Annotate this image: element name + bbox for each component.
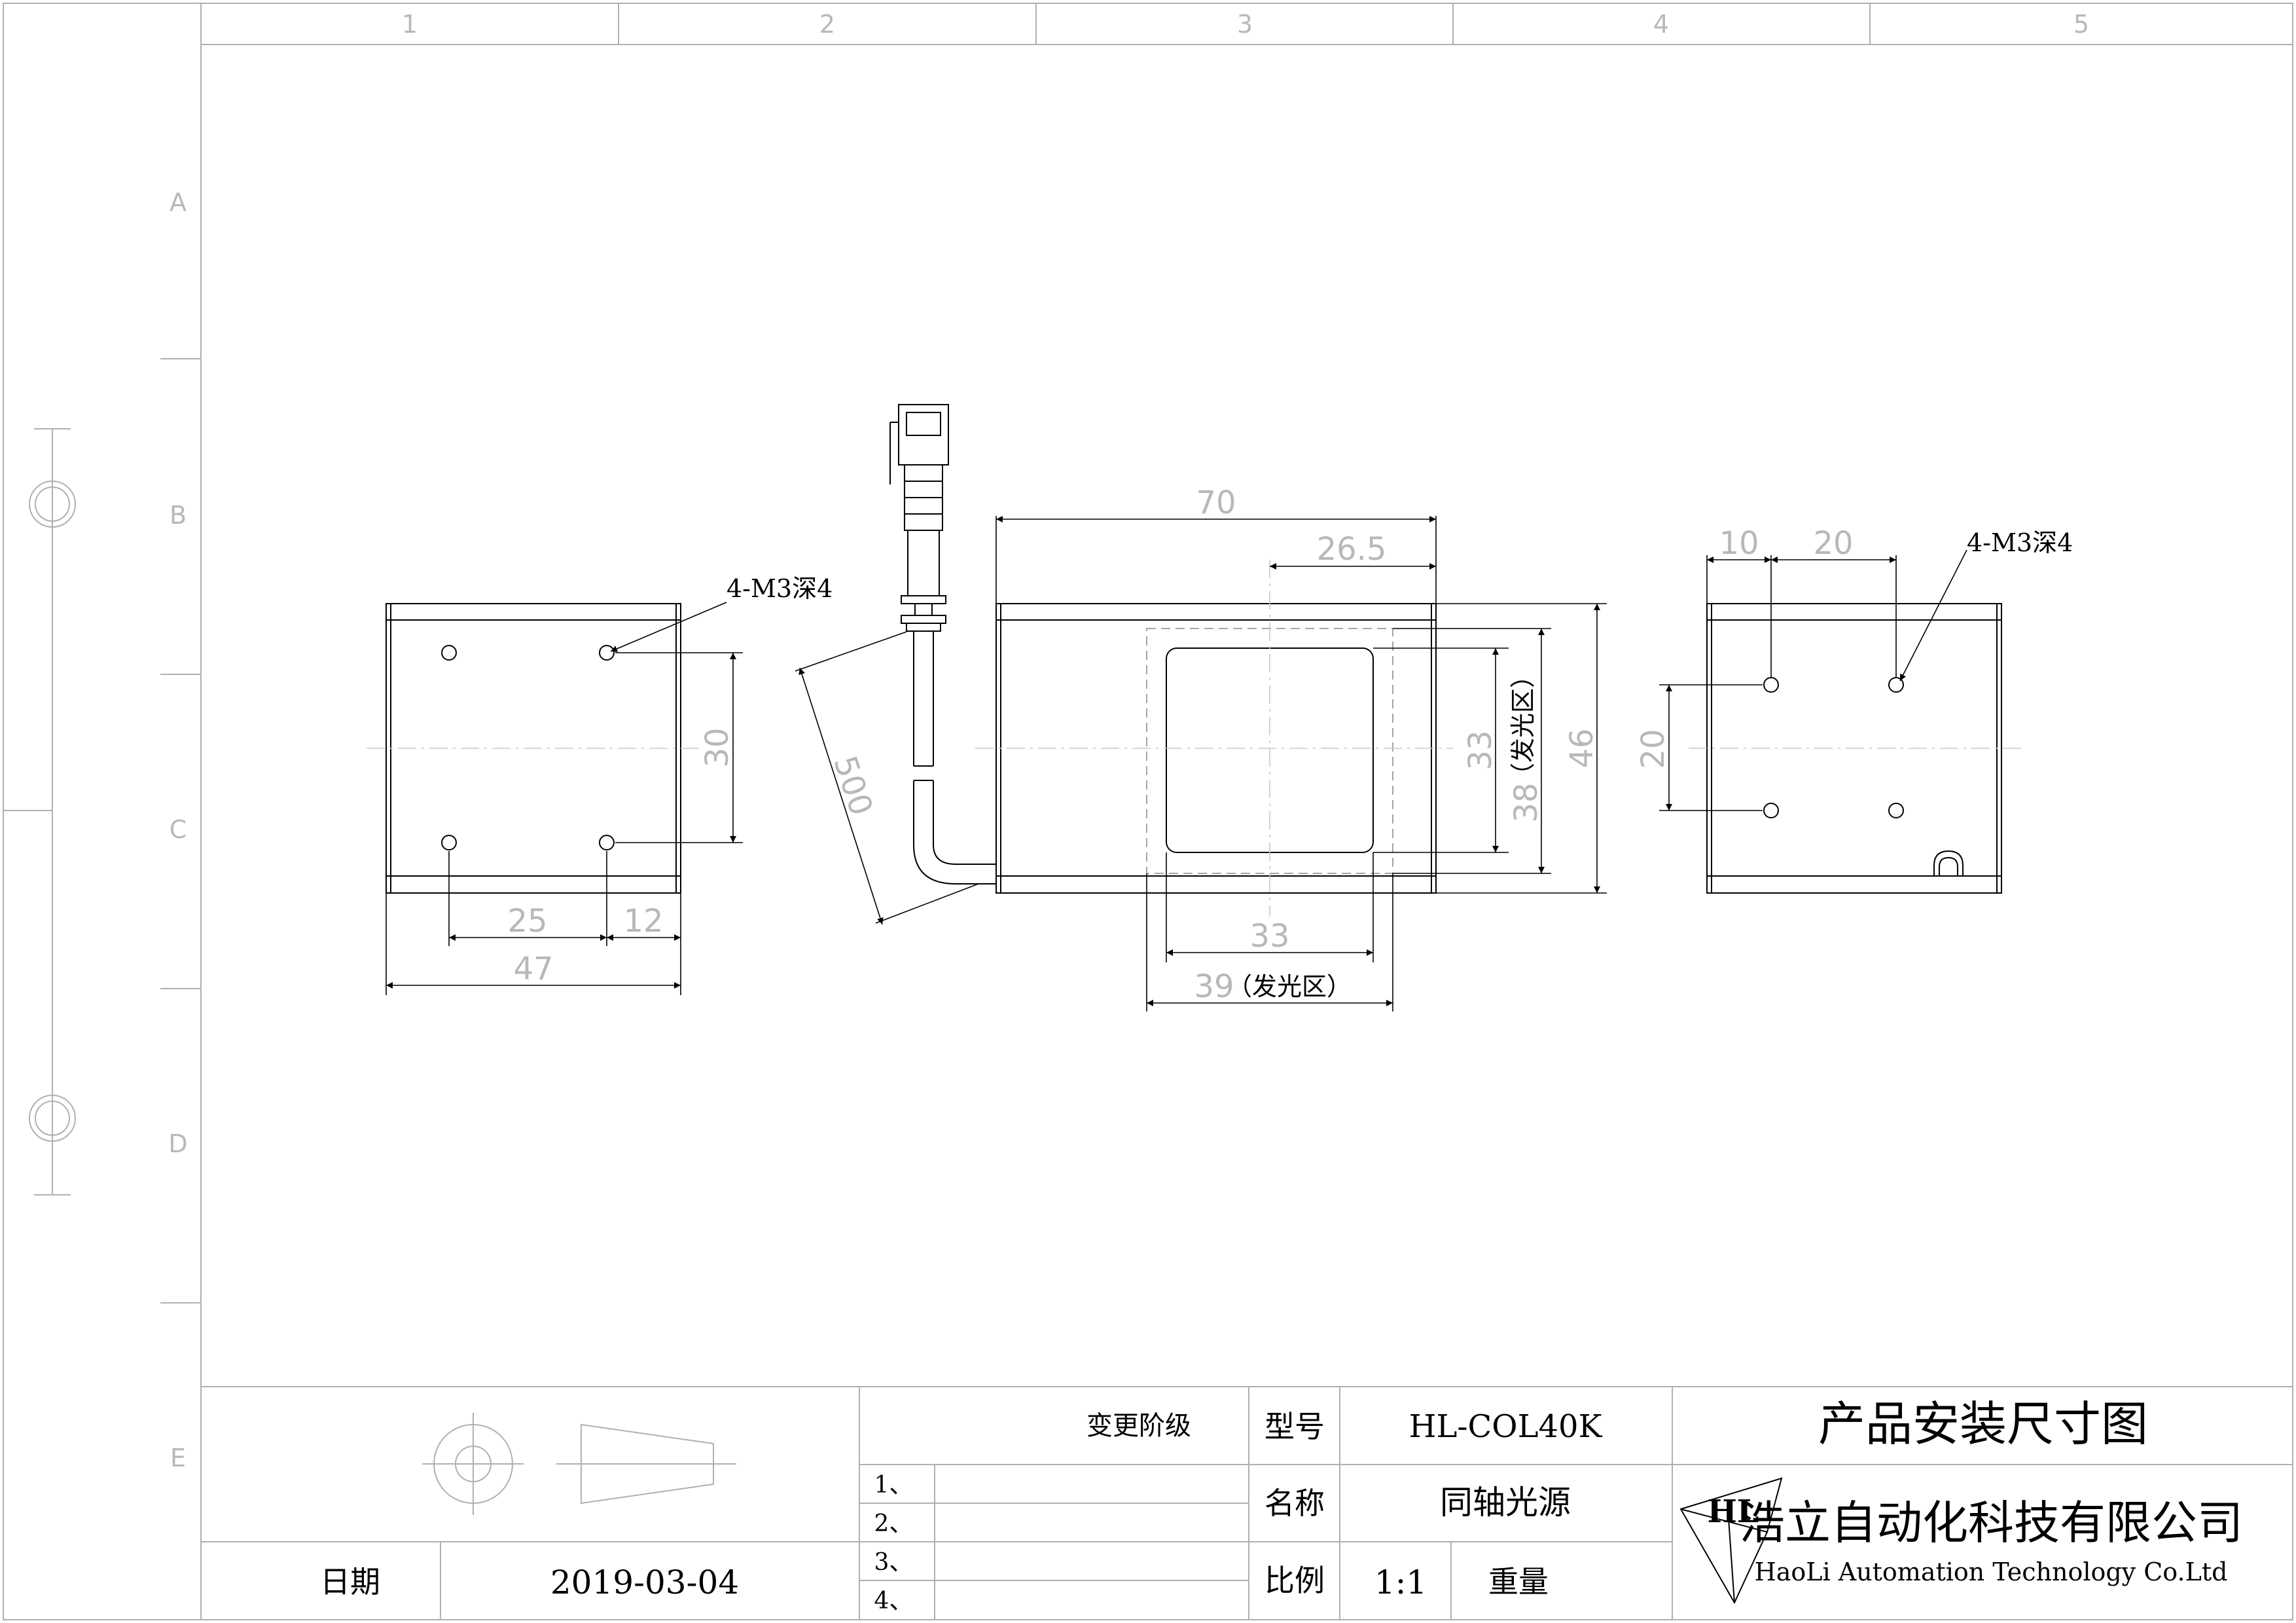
right-view: 4-M3深4 10 20 20 — [1635, 525, 2073, 894]
weight-label: 重量 — [1488, 1564, 1549, 1599]
right-dim-spacing-y: 20 — [1635, 729, 1672, 769]
mounting-hole — [599, 835, 615, 850]
grid-row-labels: A B C D E — [168, 188, 187, 1472]
change-row-2: 2、 — [874, 1510, 913, 1537]
projection-symbol — [422, 1413, 736, 1515]
front-dim-cable: 500 — [826, 752, 880, 820]
grid-row-a: A — [170, 188, 187, 217]
model-label: 型号 — [1265, 1409, 1325, 1444]
left-dim-height: 30 — [699, 727, 736, 767]
binding-hole-top — [29, 481, 76, 528]
drawing-title: 产品安装尺寸图 — [1818, 1396, 2148, 1451]
front-emit-label-v: （发光区） — [1509, 663, 1537, 788]
front-dim-emit-w-inner: 33 — [1249, 918, 1289, 955]
grid-col-2: 2 — [819, 10, 835, 39]
left-dim-spacing-x: 25 — [507, 903, 547, 939]
model-value: HL-COL40K — [1409, 1408, 1603, 1445]
company-name-cn: 浩立自动化科技有限公司 — [1739, 1496, 2243, 1550]
company-name-en: HaoLi Automation Technology Co.Ltd — [1755, 1558, 2228, 1586]
grid-row-b: B — [170, 501, 187, 530]
date-label: 日期 — [320, 1564, 380, 1599]
binding-holes — [29, 428, 76, 1195]
change-row-3: 3、 — [874, 1549, 913, 1576]
grid-row-d: D — [168, 1129, 187, 1158]
front-dim-emit-h-outer: 38 — [1508, 782, 1545, 822]
left-dim-width: 47 — [513, 951, 553, 987]
grid-column-labels: 1 2 3 4 5 — [402, 10, 2089, 39]
mounting-hole — [441, 835, 457, 850]
left-view: 4-M3深4 30 25 12 47 — [367, 574, 833, 995]
grid-col-1: 1 — [402, 10, 418, 39]
front-view-body — [996, 603, 1437, 894]
front-dim-height: 46 — [1564, 728, 1600, 768]
left-dim-edge: 12 — [623, 903, 663, 939]
front-emit-label-h: （发光区） — [1227, 972, 1352, 1001]
binding-hole-bottom — [29, 1095, 76, 1142]
name-label: 名称 — [1265, 1486, 1325, 1521]
mounting-hole — [1888, 677, 1904, 693]
grid-row-e: E — [170, 1444, 186, 1472]
grid-col-5: 5 — [2073, 10, 2089, 39]
title-block: 变更阶级 1、 2、 3、 4、 日期 2019-03-04 型号 HL-COL… — [201, 1386, 2293, 1620]
front-view: 500 70 26.5 33 38 （发光区） 46 — [795, 404, 1607, 1012]
name-value: 同轴光源 — [1440, 1484, 1571, 1522]
front-dim-emit-h-inner: 33 — [1462, 730, 1499, 770]
left-hole-note: 4-M3深4 — [726, 574, 833, 603]
date-value: 2019-03-04 — [550, 1563, 739, 1601]
change-level-label: 变更阶级 — [1086, 1411, 1191, 1441]
logo-text: HL — [1707, 1493, 1759, 1530]
company-logo: HL — [1679, 1477, 1783, 1605]
change-row-1: 1、 — [874, 1472, 913, 1499]
grid-row-c: C — [170, 815, 187, 844]
sheet-frame — [3, 3, 2293, 1620]
cable-connector — [889, 404, 949, 632]
right-hole-note: 4-M3深4 — [1967, 528, 2073, 557]
mounting-hole — [1888, 803, 1904, 818]
mounting-hole — [1763, 677, 1779, 693]
mounting-hole — [599, 645, 615, 661]
right-dim-edge: 10 — [1719, 525, 1759, 562]
scale-label: 比例 — [1265, 1563, 1325, 1598]
front-dim-offset: 26.5 — [1317, 531, 1387, 568]
mounting-hole — [441, 645, 457, 661]
mounting-hole — [1763, 803, 1779, 818]
grid-col-4: 4 — [1653, 10, 1669, 39]
front-dim-length: 70 — [1196, 484, 1236, 521]
right-dim-spacing-x: 20 — [1813, 525, 1853, 562]
cable — [913, 631, 996, 884]
scale-value: 1:1 — [1374, 1563, 1427, 1601]
grid-col-3: 3 — [1237, 10, 1253, 39]
front-dim-emit-w-outer: 39 — [1194, 968, 1234, 1005]
change-row-4: 4、 — [874, 1588, 913, 1614]
cable-outlet — [1933, 850, 1964, 876]
